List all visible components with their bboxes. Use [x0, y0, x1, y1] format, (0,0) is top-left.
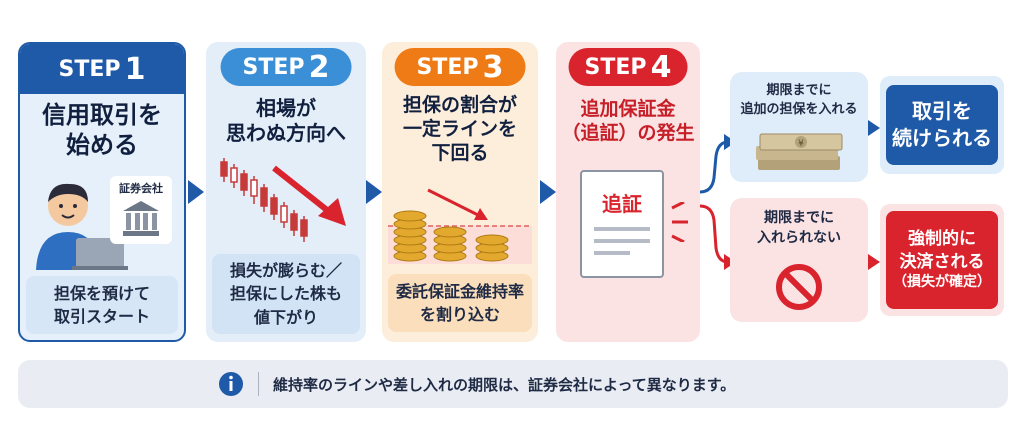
step3-title-line2: 一定ラインを [402, 117, 517, 140]
note-bar: 維持率のラインや差し入れの期限は、証券会社によって異なります。 [18, 360, 1008, 408]
step1-sub-box: 担保を預けて 取引スタート [26, 276, 178, 334]
step-number: 2 [308, 49, 330, 85]
step-word: STEP [416, 54, 479, 80]
branch-top-card: 期限までに 追加の担保を入れる ¥ [730, 72, 868, 182]
step1-title-line2: 始める [66, 131, 138, 159]
info-icon [219, 372, 243, 396]
arrow-bottom-result [868, 254, 880, 270]
branch-bottom-line2: 入れられない [757, 230, 841, 247]
step1-sub-line2: 取引スタート [53, 307, 150, 326]
step3-title-line3: 下回る [431, 141, 489, 164]
securities-company-label: 証券会社 [119, 182, 163, 195]
step-word: STEP [242, 54, 305, 80]
step3-title: 担保の割合が 一定ラインを 下回る [382, 94, 538, 165]
arrow-top-result [868, 120, 880, 136]
continue-result-line2: 続けられる [892, 126, 992, 150]
money-stack-icon: ¥ [756, 133, 843, 170]
branch-top-line2: 追加の担保を入れる [740, 101, 858, 117]
forced-result-line1: 強制的に [908, 228, 976, 249]
branch-top-line1: 期限までに [766, 83, 832, 98]
bank-box: 証券会社 [110, 176, 172, 244]
step2-title: 相場が 思わぬ方向へ [206, 96, 366, 146]
step2-sub-line3: 値下がり [253, 307, 318, 327]
step-number: 4 [650, 49, 672, 85]
step-number: 3 [482, 49, 504, 85]
branch-bottom-card: 期限までに 入れられない [730, 198, 868, 322]
step-number: 1 [124, 51, 146, 87]
step2-sub-box: 損失が膨らむ／ 担保にした株も 値下がり [212, 254, 360, 334]
step4-title-line1: 追加保証金 [580, 98, 676, 120]
coins-decline-icon [388, 188, 532, 264]
bank-building-icon [123, 201, 159, 236]
arrow-1-2 [188, 180, 204, 204]
document-icon: 追証 [580, 170, 664, 278]
step2-title-line1: 相場が [256, 96, 316, 120]
step4-title-line2: （追証）の発生 [561, 121, 695, 144]
step1-title-line1: 信用取引を [42, 101, 162, 129]
step2-sub-line1: 損失が膨らむ／ [229, 261, 342, 281]
candlestick-down-icon [220, 158, 346, 242]
forced-settlement-result: 強制的に 決済される （損失が確定） [880, 204, 1004, 316]
branch-bottom-line1: 期限までに [764, 210, 834, 226]
divider [258, 372, 259, 396]
step2-sub-line2: 担保にした株も [229, 284, 342, 304]
step3-sub-line2: を割り込む [419, 305, 500, 324]
arrow-3-4 [540, 180, 556, 204]
person-laptop-icon [36, 183, 128, 270]
forced-result-line2: 決済される [899, 251, 985, 272]
continue-trading-result: 取引を 続けられる [880, 76, 1004, 174]
note-text: 維持率のラインや差し入れの期限は、証券会社によって異なります。 [273, 375, 736, 394]
step3-title-line1: 担保の割合が [402, 94, 517, 116]
alert-lines-icon [671, 202, 688, 242]
prohibited-icon [776, 264, 822, 310]
step4-title: 追加保証金 （追証）の発生 [556, 98, 700, 146]
svg-text:¥: ¥ [798, 139, 804, 149]
branch-arrows [699, 134, 736, 270]
forced-result-line3: （損失が確定） [893, 274, 991, 291]
step3-sub-box: 委託保証金維持率 を割り込む [388, 274, 532, 332]
step-word: STEP [584, 54, 647, 80]
step3-sub-line1: 委託保証金維持率 [395, 281, 524, 301]
step-word: STEP [58, 56, 121, 82]
document-label: 追証 [602, 192, 642, 216]
step1-title: 信用取引を 始める [20, 100, 184, 160]
step1-sub-line1: 担保を預けて [53, 283, 150, 303]
arrow-2-3 [366, 180, 382, 204]
step2-title-line2: 思わぬ方向へ [226, 121, 346, 145]
continue-result-line1: 取引を [912, 99, 972, 123]
